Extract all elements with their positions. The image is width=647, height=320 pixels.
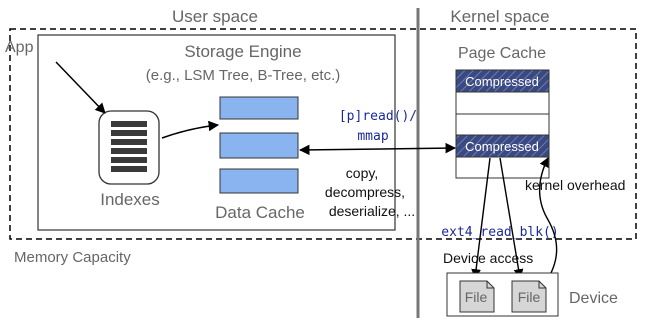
storage-engine-subtitle: (e.g., LSM Tree, B-Tree, etc.) [146, 67, 341, 84]
indexes-label: Indexes [100, 190, 160, 209]
cache-to-file2-arrow [499, 157, 524, 279]
device-label: Device [569, 290, 618, 307]
page-slot-empty [455, 113, 550, 136]
cache-to-file1-arrow [471, 157, 491, 279]
copy-overhead-label: copy, [346, 165, 378, 181]
file-label: File [518, 289, 541, 305]
app-to-indexes-arrow [55, 61, 106, 114]
ext4-read-blk-label: ext4_read_blk() [441, 225, 558, 240]
read-call-label: [p]read()/ [339, 109, 417, 124]
memory-capacity-label: Memory Capacity [14, 249, 131, 266]
compressed-slot-label: Compressed [465, 139, 539, 154]
compressed-slot-label: Compressed [465, 74, 539, 89]
kernel-overhead-label: kernel overhead [525, 177, 625, 193]
page-slot-empty [455, 91, 550, 115]
data-cache-label: Data Cache [215, 203, 305, 222]
kernel-space-label: Kernel space [450, 7, 549, 26]
deserialize-overhead-label: deserialize, ... [329, 203, 415, 219]
file-icon [511, 280, 547, 313]
file-icon [459, 280, 495, 313]
storage-engine-box [37, 34, 396, 231]
app-label: App [5, 39, 34, 56]
decompress-overhead-label: decompress, [325, 184, 405, 200]
indexes-icon [98, 110, 160, 185]
indexes-to-cache-arrow [161, 120, 220, 139]
memory-boundary [9, 28, 637, 240]
storage-engine-title: Storage Engine [184, 42, 301, 61]
user-space-label: User space [172, 7, 258, 26]
page-cache-slots [455, 69, 550, 179]
read-transfer-arrow [298, 142, 457, 156]
mmap-call-label: mmap [357, 129, 388, 144]
file-label: File [465, 289, 488, 305]
data-cache-blocks [219, 96, 299, 194]
page-cache-title: Page Cache [458, 45, 546, 62]
device-access-label: Device access [443, 250, 533, 266]
device-return-arrow [538, 157, 558, 283]
page-slot-empty [455, 156, 550, 179]
